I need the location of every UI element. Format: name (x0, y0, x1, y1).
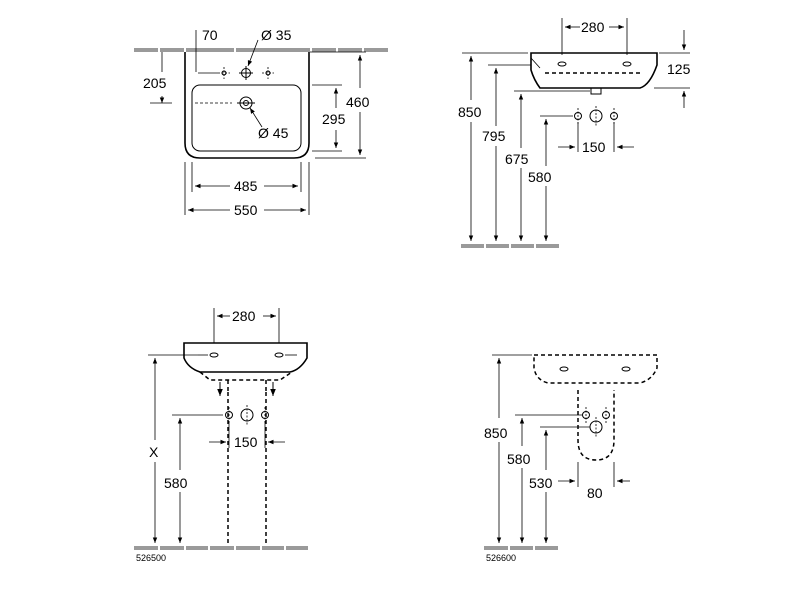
supply-left-icon (574, 108, 582, 124)
dim-tap-offset: 70 (202, 27, 218, 43)
supply-right-icon (261, 407, 269, 423)
dim-height-under: 795 (482, 128, 506, 144)
dim-supply-spacing-pedestal: 150 (234, 434, 258, 450)
dim-height-x: X (149, 444, 159, 460)
fixing-hole-left-icon (557, 61, 567, 67)
supply-right-icon (610, 108, 618, 124)
dim-inner-depth: 295 (322, 111, 346, 127)
dim-fixing-front: 280 (232, 308, 256, 324)
dim-height-supply: 580 (528, 169, 552, 185)
fixing-hole-right-icon (274, 352, 297, 358)
basin-outline-side (530, 52, 658, 89)
tap-hole-right-icon (262, 67, 274, 79)
bowl-outline-plan (191, 84, 302, 152)
trap-connection-icon (240, 405, 254, 425)
wall-strip-top (134, 48, 388, 52)
side-view: 280 125 850 795 675 580 (458, 18, 691, 248)
dim-height-trap: 675 (505, 151, 529, 167)
dim-waste: Ø 45 (258, 125, 289, 141)
basin-outline-front (183, 342, 308, 373)
front-view-semi-pedestal: 850 580 530 80 526600 (484, 354, 658, 563)
supply-right-icon (602, 407, 610, 423)
front-view-pedestal: 280 X 580 150 52 (134, 308, 308, 563)
top-view: 70 Ø 35 205 460 295 Ø 45 485 (134, 27, 388, 218)
supply-left-icon (225, 407, 233, 423)
fixing-hole-left-icon (559, 366, 569, 372)
dim-trap-width-semi: 80 (587, 485, 603, 501)
basin-outline-semi (533, 354, 658, 384)
trap-connection-icon (589, 106, 603, 126)
tap-hole-left-icon (218, 67, 230, 79)
floor-strip-semi-pedestal (484, 546, 558, 550)
fixing-hole-left-icon (198, 352, 219, 358)
dim-tap-hole: Ø 35 (261, 27, 292, 43)
dim-height-rim-semi: 850 (484, 425, 508, 441)
dim-fixing-side: 280 (581, 19, 605, 35)
article-number-semi-pedestal: 526600 (486, 553, 516, 563)
fixing-hole-right-icon (622, 61, 632, 67)
semi-pedestal-outline (577, 390, 615, 461)
pedestal-outline (227, 380, 267, 546)
trap-connection-icon (589, 417, 603, 437)
floor-strip-side (461, 244, 559, 248)
dim-depth: 460 (346, 94, 370, 110)
floor-strip-pedestal (134, 546, 308, 550)
dim-supply-height-semi: 580 (507, 451, 531, 467)
supply-left-icon (582, 407, 590, 423)
dim-inner-width: 485 (234, 178, 258, 194)
article-number-pedestal: 526500 (136, 553, 166, 563)
waste-hole-icon (237, 96, 255, 110)
basin-outline-plan (184, 52, 310, 159)
dim-bowl-height: 125 (667, 61, 691, 77)
dim-tap-depth: 205 (143, 75, 167, 91)
fixing-hole-right-icon (621, 366, 631, 372)
dim-supply-height-pedestal: 580 (164, 475, 188, 491)
dim-width: 550 (234, 202, 258, 218)
dim-height-rim: 850 (458, 104, 482, 120)
tap-hole-icon (239, 66, 253, 80)
dim-trap-height-semi: 530 (529, 475, 553, 491)
dim-supply-spacing-side: 150 (582, 139, 606, 155)
